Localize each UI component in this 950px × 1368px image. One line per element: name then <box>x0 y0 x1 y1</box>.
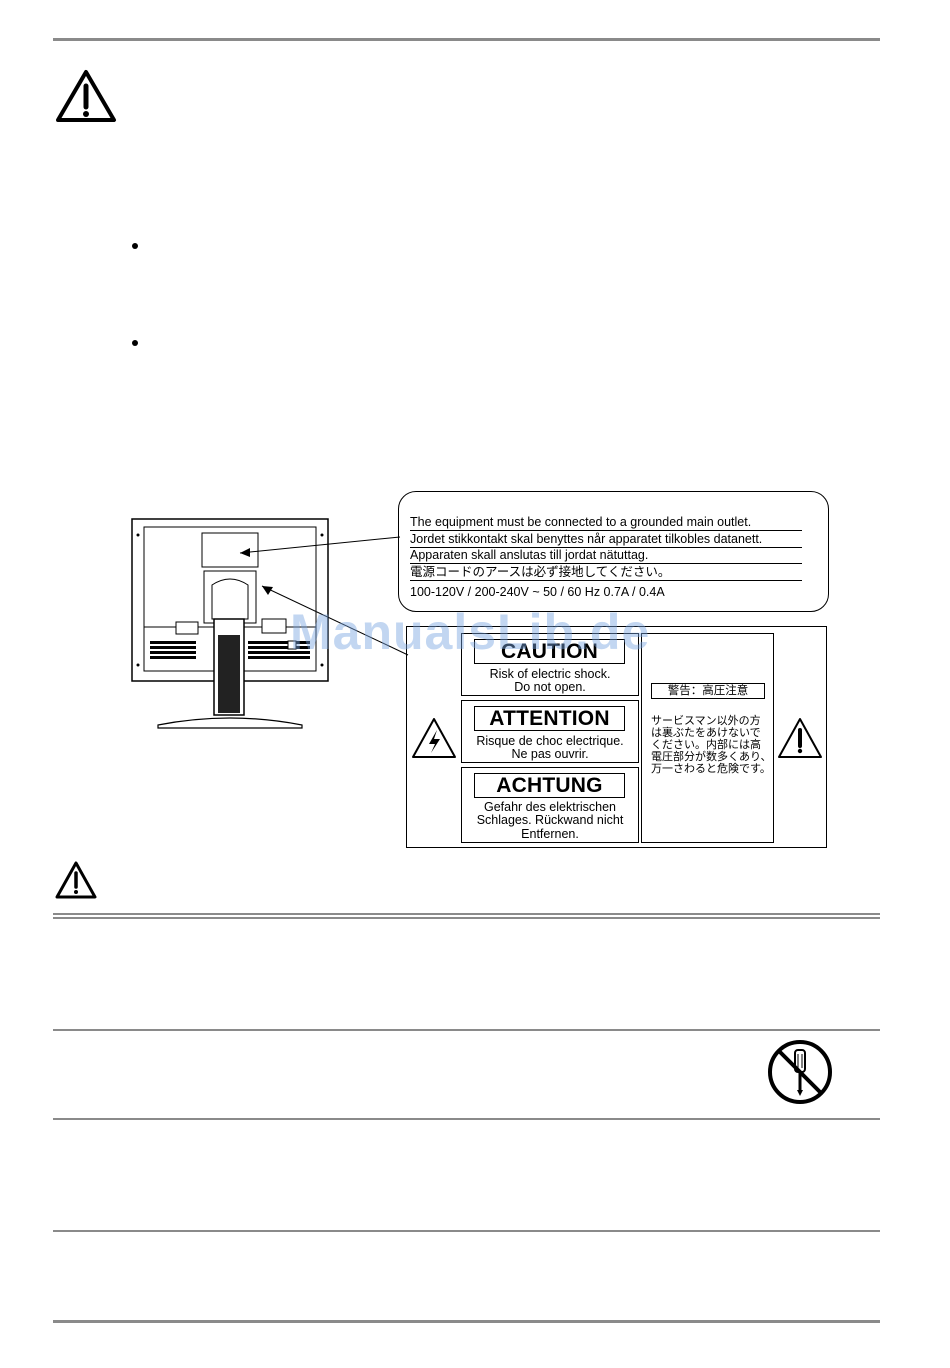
callout-line: Jordet stikkontakt skal benyttes når app… <box>410 532 763 546</box>
jp-line: は裏ぶたをあけないで <box>651 727 761 739</box>
no-disassembly-icon <box>768 1040 832 1104</box>
attention-cell: ATTENTION Risque de choc electrique. Ne … <box>461 700 639 763</box>
warning-triangle-icon <box>778 718 822 758</box>
bullet-point <box>132 243 138 249</box>
attention-text-1: Risque de choc electrique. <box>476 734 624 748</box>
callout-underline <box>410 563 802 565</box>
attention-text-2: Ne pas ouvrir. <box>511 747 589 761</box>
monitor-rear-illustration <box>131 518 329 729</box>
japanese-warning-title: 警告：高圧注意 <box>651 683 765 699</box>
callout-line: Apparaten skall anslutas till jordat nät… <box>410 548 649 562</box>
watermark: ManualsLib.de <box>290 604 651 660</box>
caution-title: CAUTION <box>474 639 625 664</box>
section-rule-1 <box>53 1029 880 1031</box>
achtung-text-3: Entfernen. <box>521 827 579 841</box>
achtung-text-2: Schlages. Rückwand nicht <box>476 813 624 827</box>
callout-line: 電源コードのアースは必ず接地してください。 <box>410 565 671 579</box>
section-rule-2 <box>53 1118 880 1120</box>
jp-line: ください。内部には高 <box>651 739 761 751</box>
caution-cell: CAUTION Risk of electric shock. Do not o… <box>461 633 639 696</box>
section-rule-double-top <box>53 913 880 915</box>
section-rule-3 <box>53 1230 880 1232</box>
callout-underline <box>410 580 802 582</box>
top-rule <box>53 38 880 41</box>
bullet-point <box>132 340 138 346</box>
japanese-warning-cell: 警告：高圧注意 サービスマン以外の方 は裏ぶたをあけないで ください。内部には高… <box>641 633 774 843</box>
caution-text-2: Do not open. <box>514 680 586 694</box>
achtung-title: ACHTUNG <box>474 773 625 798</box>
warning-triangle-icon <box>55 861 97 899</box>
callout-line: The equipment must be connected to a gro… <box>410 515 752 529</box>
section-rule-double-bottom <box>53 917 880 919</box>
callout-underline <box>410 530 802 532</box>
caution-text-1: Risk of electric shock. <box>489 667 611 681</box>
callout-underline <box>410 547 802 549</box>
achtung-text-1: Gefahr des elektrischen <box>483 800 616 814</box>
warning-label-panel: CAUTION Risk of electric shock. Do not o… <box>406 626 827 848</box>
rating-text: 100-120V / 200-240V ~ 50 / 60 Hz 0.7A / … <box>410 585 665 599</box>
jp-line: サービスマン以外の方 <box>651 715 761 727</box>
electric-shock-icon <box>412 718 456 758</box>
label-pointer-lines <box>239 536 409 656</box>
grounding-callout: The equipment must be connected to a gro… <box>398 491 829 612</box>
bottom-rule <box>53 1320 880 1323</box>
japanese-warning-text: サービスマン以外の方 は裏ぶたをあけないで ください。内部には高 電圧部分が数多… <box>651 715 775 775</box>
achtung-cell: ACHTUNG Gefahr des elektrischen Schlages… <box>461 767 639 843</box>
attention-title: ATTENTION <box>474 706 625 731</box>
jp-line: 電圧部分が数多くあり、 <box>651 751 772 763</box>
warning-triangle-icon <box>56 70 116 122</box>
jp-line: 万一さわると危険です。 <box>651 763 771 775</box>
